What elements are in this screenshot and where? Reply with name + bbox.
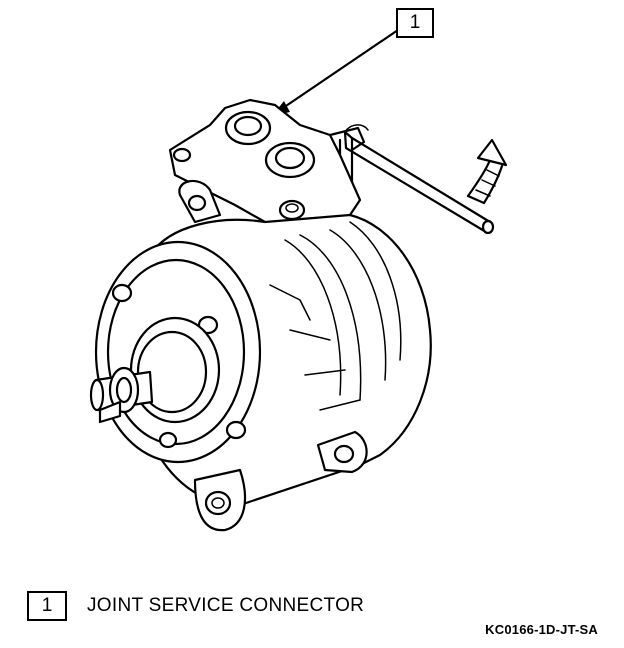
legend-key-box: 1: [27, 591, 67, 621]
rotation-arrow: [466, 138, 508, 205]
legend-label: JOINT SERVICE CONNECTOR: [87, 595, 365, 616]
legend: 1 JOINT SERVICE CONNECTOR: [27, 590, 364, 622]
callout-leader: [272, 28, 400, 116]
clutch-pulley: [89, 240, 262, 464]
callout-number-box: 1: [396, 8, 434, 38]
figure-code: KC0166-1D-JT-SA: [485, 622, 598, 637]
